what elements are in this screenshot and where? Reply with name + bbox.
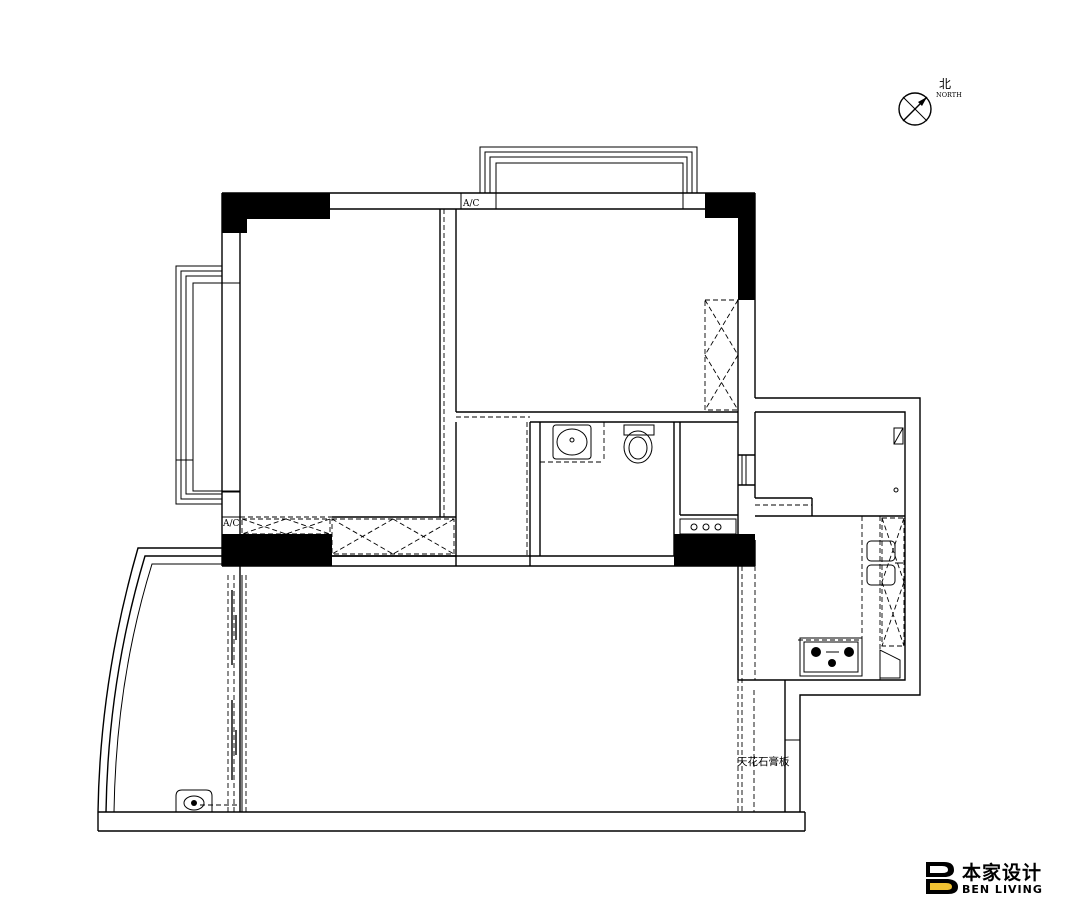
stove-icon [799, 637, 863, 677]
washbasin-icon [556, 428, 588, 456]
column-nw [222, 193, 330, 233]
ceiling-note: 天花石膏板 [737, 755, 790, 768]
compass: 北 NORTH [898, 77, 962, 126]
brand-name-en: BEN LIVING [962, 883, 1043, 896]
curved-balcony [97, 547, 240, 813]
mop-basin-icon [175, 789, 213, 812]
ac-label-left: A/C [222, 519, 240, 529]
dashed-lines [200, 209, 881, 812]
toilet-icon [623, 430, 653, 464]
compass-circle [898, 92, 932, 126]
ac-label-top: A/C [462, 199, 480, 209]
column-w [222, 534, 332, 566]
brand-logo-icon [926, 862, 958, 894]
sink-icon [866, 540, 896, 562]
west-bay-window [175, 265, 240, 505]
brand-name-cn: 本家设计 [962, 862, 1043, 884]
compass-label-cn: 北 [939, 77, 951, 91]
mop-basin [175, 789, 213, 812]
outer-walls [97, 192, 921, 832]
sliding-doors [231, 575, 243, 812]
kitchen-fixtures [799, 427, 904, 679]
bathroom-fixtures [552, 424, 655, 464]
interior-walls [332, 209, 755, 566]
misc-details [222, 192, 800, 741]
toilet-tank [623, 424, 655, 436]
north-bay-window [479, 146, 698, 209]
wardrobes [241, 299, 905, 647]
washbasin-counter [552, 424, 592, 460]
compass-arrow-icon [918, 97, 927, 106]
appliance-strip [679, 518, 737, 535]
knob-icon [690, 523, 698, 531]
column-e [674, 534, 755, 566]
column-ne [705, 193, 755, 300]
burner-icon [811, 647, 821, 657]
structural-columns [222, 193, 755, 566]
brand-block: 本家设计 BEN LIVING [924, 858, 1064, 898]
compass-label-en: NORTH [936, 91, 962, 99]
